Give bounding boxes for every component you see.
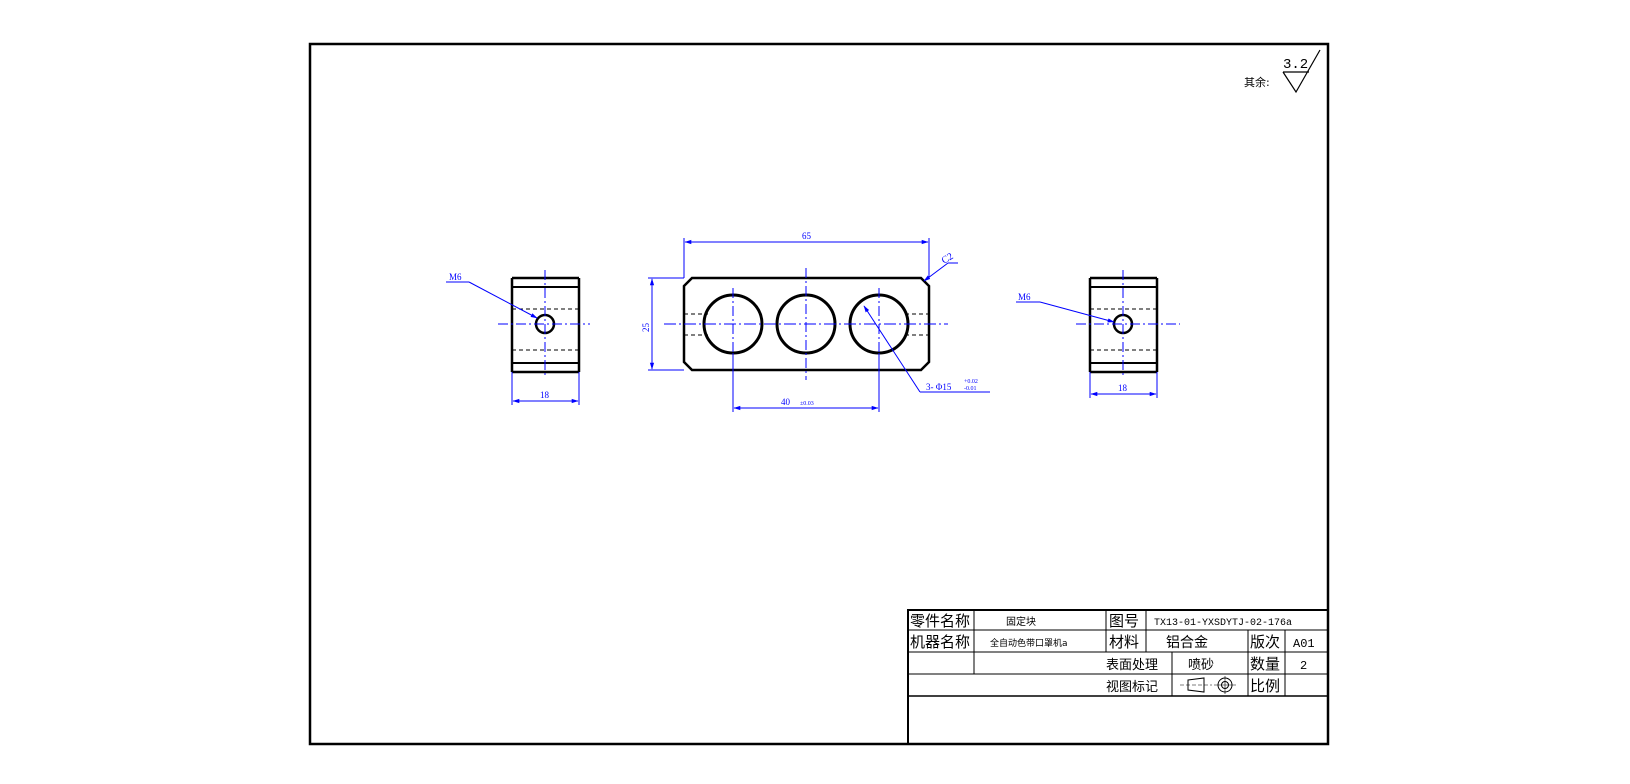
drawing-no-label: 图号 (1109, 612, 1139, 630)
roughness-value: 3.2 (1283, 57, 1308, 73)
right-side-view: M6 18 (1016, 270, 1180, 398)
chamfer-label: C2 (940, 251, 956, 267)
version-label: 版次 (1250, 633, 1280, 651)
hole-tolerance-lower: -0.01 (964, 386, 977, 392)
surface-label: 表面处理 (1106, 658, 1158, 673)
scale-label: 比例 (1250, 677, 1280, 695)
material-value: 铝合金 (1166, 635, 1208, 651)
left-side-view: M6 18 (446, 270, 590, 405)
right-width-label: 18 (1118, 383, 1128, 393)
left-width-label: 18 (540, 390, 550, 400)
part-name-value: 固定块 (1006, 615, 1036, 628)
machine-name-value: 全自动色带口罩机a (990, 637, 1068, 649)
surface-roughness-symbol: 其余: 3.2 (1244, 49, 1321, 94)
version-value: A01 (1293, 637, 1315, 651)
qty-label: 数量 (1250, 655, 1280, 673)
holes-label: 3- Φ15 (926, 382, 952, 392)
pitch-label: 40 (781, 397, 791, 407)
main-height-label: 25 (641, 323, 651, 333)
pitch-tolerance: ±0.03 (800, 401, 814, 407)
part-name-label: 零件名称 (910, 612, 970, 630)
main-length-label: 65 (802, 231, 812, 241)
drawing-frame (308, 42, 1330, 746)
title-block: 零件名称 固定块 图号 TX13-01-YXSDYTJ-02-176a 机器名称… (907, 609, 1329, 745)
machine-name-label: 机器名称 (910, 633, 970, 651)
surface-value: 喷砂 (1188, 658, 1214, 673)
roughness-prefix: 其余: (1244, 75, 1270, 89)
material-label: 材料 (1109, 633, 1139, 651)
drawing-no-value: TX13-01-YXSDYTJ-02-176a (1154, 618, 1292, 629)
right-thread-label: M6 (1018, 292, 1031, 302)
hole-tolerance-upper: +0.02 (964, 379, 978, 385)
front-view: 65 25 C2 40 ±0.03 3- Φ15 +0.02 -0.01 (641, 231, 990, 412)
view-label: 视图标记 (1106, 680, 1158, 695)
left-thread-label: M6 (449, 272, 462, 282)
projection-symbol (1180, 676, 1236, 694)
qty-value: 2 (1300, 659, 1307, 673)
